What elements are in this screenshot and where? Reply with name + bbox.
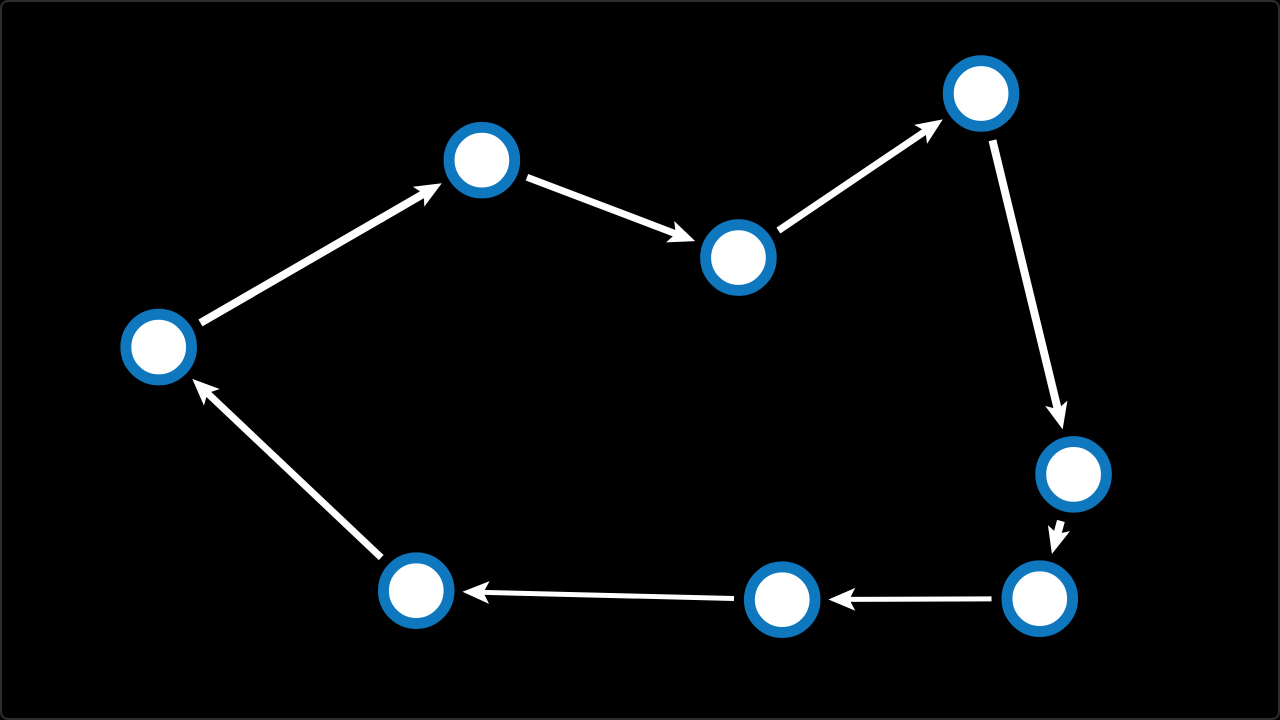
- edge-shaft: [481, 589, 735, 601]
- edge-shaft: [203, 389, 384, 561]
- node-bottom-right: [1001, 560, 1079, 637]
- graph-edge-node-bottom-left-to-node-left: [192, 378, 384, 561]
- arrowhead-icon: [412, 183, 442, 207]
- graph-edge-node-top-right-to-node-right: [988, 139, 1068, 430]
- edge-shaft: [847, 596, 992, 602]
- arrowhead-icon: [1047, 525, 1070, 555]
- edge-shaft: [198, 189, 428, 327]
- graph-edge-node-left-to-node-upper-left: [198, 183, 442, 327]
- node-bottom-middle: [743, 561, 821, 638]
- arrowhead-icon: [462, 581, 490, 604]
- arrowhead-icon: [828, 587, 856, 611]
- graph-edge-node-right-to-node-bottom-right: [1047, 519, 1070, 555]
- node-bottom-left: [377, 552, 455, 629]
- node-middle: [700, 219, 777, 296]
- arrowhead-icon: [914, 119, 943, 144]
- node-right: [1035, 436, 1112, 513]
- graph-edge-node-middle-to-node-top-right: [776, 119, 943, 234]
- edge-shaft: [776, 127, 930, 234]
- edge-shaft: [1053, 519, 1065, 537]
- graph-edge-node-bottom-right-to-node-bottom-middle: [828, 587, 992, 611]
- node-left: [120, 308, 197, 386]
- arrowhead-icon: [192, 378, 220, 406]
- graph-edge-node-upper-left-to-node-middle: [525, 173, 696, 243]
- arrowhead-icon: [666, 220, 696, 243]
- edge-shaft: [525, 173, 679, 238]
- node-top-right: [942, 55, 1020, 132]
- graph-edge-node-bottom-middle-to-node-bottom-left: [462, 581, 735, 604]
- arrowhead-icon: [1045, 400, 1068, 430]
- node-upper-left: [443, 121, 521, 199]
- edge-shaft: [988, 139, 1063, 413]
